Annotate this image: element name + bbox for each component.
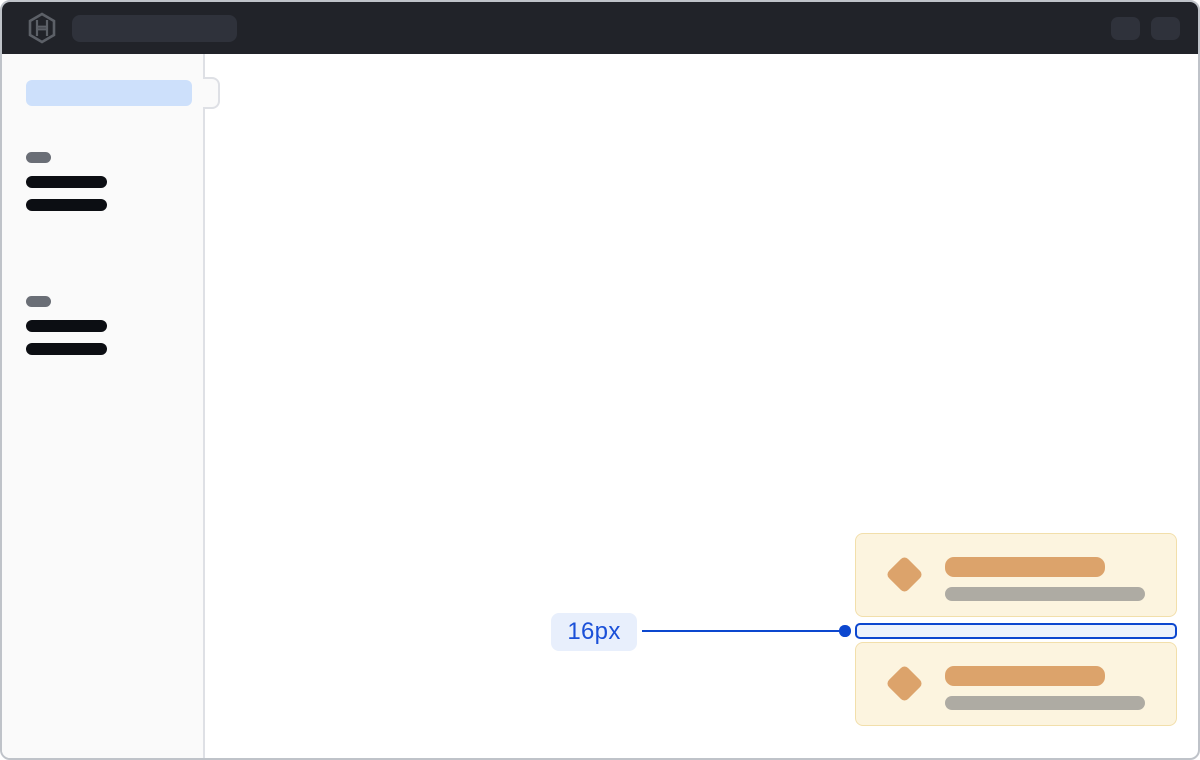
- spacing-highlight-region: [855, 623, 1177, 639]
- spacing-value-label: 16px: [567, 618, 621, 645]
- card-title-skeleton: [945, 557, 1105, 577]
- hashicorp-logo-icon: [28, 12, 56, 44]
- navbar-action-button[interactable]: [1111, 16, 1140, 40]
- sidebar-item-link[interactable]: [26, 320, 107, 332]
- diamond-icon: [885, 664, 924, 703]
- card-subtitle-skeleton: [945, 696, 1145, 710]
- search-input[interactable]: [72, 14, 237, 42]
- diamond-icon: [885, 555, 924, 594]
- sidebar-section-label: [26, 296, 51, 307]
- sidebar-item-link[interactable]: [26, 343, 107, 355]
- card-title-skeleton: [945, 666, 1105, 686]
- sidebar-item-link[interactable]: [26, 199, 107, 211]
- navbar-actions: [1111, 16, 1180, 40]
- list-card[interactable]: [855, 642, 1177, 726]
- sidebar-item-link[interactable]: [26, 176, 107, 188]
- sidebar-section-label: [26, 152, 51, 163]
- sidebar-collapse-tab[interactable]: [203, 77, 220, 109]
- list-card[interactable]: [855, 533, 1177, 617]
- card-subtitle-skeleton: [945, 587, 1145, 601]
- top-navbar: [2, 2, 1198, 54]
- measure-connector-line: [642, 629, 846, 632]
- measure-dot-icon: [839, 625, 851, 637]
- sidebar: [2, 54, 205, 758]
- sidebar-active-item[interactable]: [26, 80, 192, 106]
- navbar-action-button[interactable]: [1151, 16, 1180, 40]
- spacing-value-badge: 16px: [551, 613, 637, 651]
